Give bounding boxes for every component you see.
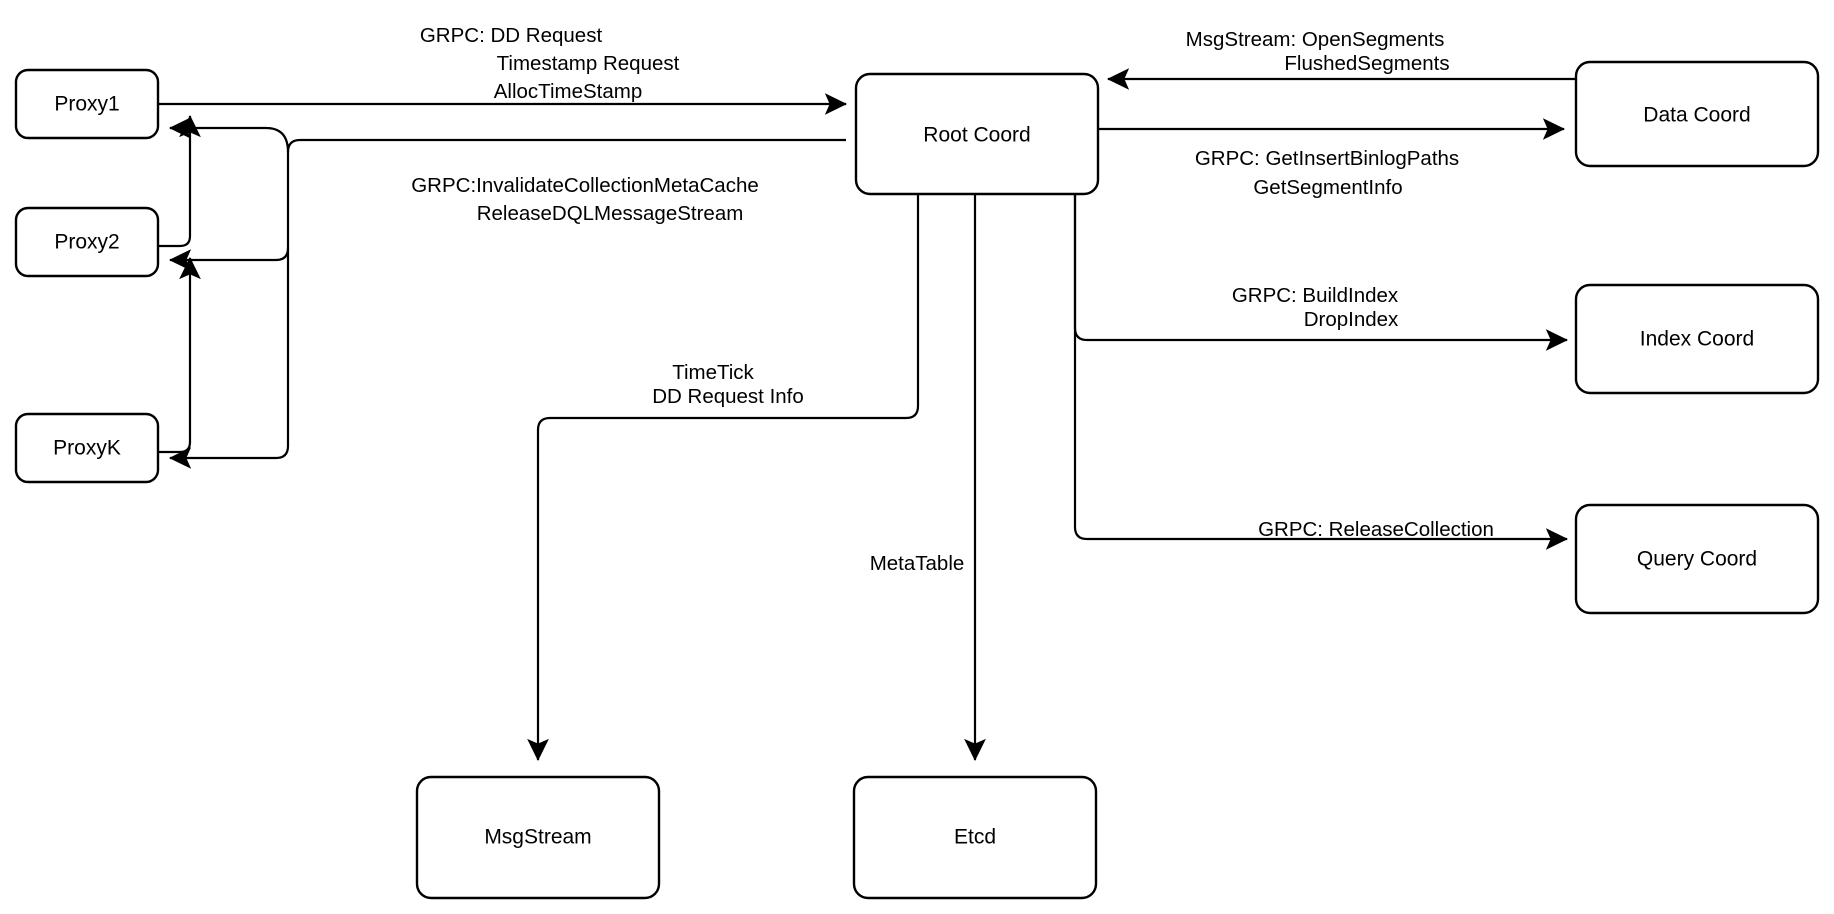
node-etcd-label: Etcd	[954, 826, 996, 849]
edge-label-root-to-data-line2: GetSegmentInfo	[1253, 176, 1402, 199]
node-proxy2-label: Proxy2	[54, 231, 119, 254]
edge-label-root-to-index-line1: GRPC: BuildIndex	[1232, 284, 1399, 307]
node-proxyk-rect[interactable]	[14, 412, 160, 484]
node-rootcoord[interactable]: Root Coord	[854, 72, 1100, 196]
edge-label-root-to-proxy-line1: GRPC:InvalidateCollectionMetaCache	[411, 174, 759, 197]
node-indexcoord[interactable]: Index Coord	[1574, 283, 1820, 395]
node-datacoord-rect[interactable]	[1574, 60, 1820, 168]
node-msgstream-rect[interactable]	[415, 775, 661, 900]
edge-root-to-query	[1073, 194, 1569, 550]
node-querycoord-label: Query Coord	[1637, 548, 1757, 571]
node-proxy2[interactable]: Proxy2	[14, 206, 160, 278]
node-proxy1-rect[interactable]	[14, 68, 160, 140]
edge-label-root-to-etcd: MetaTable	[870, 552, 965, 575]
edge-label-proxy-to-root-line3: AllocTimeStamp	[494, 80, 642, 103]
node-proxy2-rect[interactable]	[14, 206, 160, 278]
node-indexcoord-rect[interactable]	[1574, 283, 1820, 395]
edge-label-root-to-proxy-line2: ReleaseDQLMessageStream	[477, 202, 744, 225]
edge-label-data-to-root-line2: FlushedSegments	[1284, 52, 1449, 75]
node-datacoord[interactable]: Data Coord	[1574, 60, 1820, 168]
node-msgstream[interactable]: MsgStream	[415, 775, 661, 900]
edge-label-data-to-root-line1: MsgStream: OpenSegments	[1186, 28, 1445, 51]
node-proxyk[interactable]: ProxyK	[14, 412, 160, 484]
edge-label-proxy-to-root-line2: Timestamp Request	[497, 52, 680, 75]
edge-root-to-proxy2	[168, 247, 290, 271]
edge-root-to-proxy-bus	[168, 138, 846, 469]
edge-label-root-to-msgstream-line2: DD Request Info	[652, 385, 804, 408]
node-rootcoord-rect[interactable]	[854, 72, 1100, 196]
edge-proxy2-riser	[158, 114, 201, 248]
node-proxy1-label: Proxy1	[54, 93, 119, 116]
node-rootcoord-label: Root Coord	[923, 124, 1030, 147]
node-indexcoord-label: Index Coord	[1640, 328, 1754, 351]
edge-label-proxy-to-root-line1: GRPC: DD Request	[420, 24, 603, 47]
edge-label-root-to-query: GRPC: ReleaseCollection	[1258, 518, 1494, 541]
node-etcd[interactable]: Etcd	[852, 775, 1098, 900]
node-proxy1[interactable]: Proxy1	[14, 68, 160, 140]
node-querycoord[interactable]: Query Coord	[1574, 503, 1820, 615]
node-etcd-rect[interactable]	[852, 775, 1098, 900]
edge-label-root-to-index-line2: DropIndex	[1304, 308, 1399, 331]
node-querycoord-rect[interactable]	[1574, 503, 1820, 615]
node-msgstream-label: MsgStream	[484, 826, 591, 849]
node-datacoord-label: Data Coord	[1643, 104, 1750, 127]
edge-root-to-proxy1	[168, 117, 290, 153]
edge-root-to-msgstream	[527, 194, 920, 762]
edge-label-root-to-data-line1: GRPC: GetInsertBinlogPaths	[1195, 147, 1459, 170]
edge-label-root-to-msgstream-line1: TimeTick	[672, 361, 754, 384]
edge-proxyk-riser	[158, 256, 201, 454]
node-proxyk-label: ProxyK	[53, 437, 121, 460]
